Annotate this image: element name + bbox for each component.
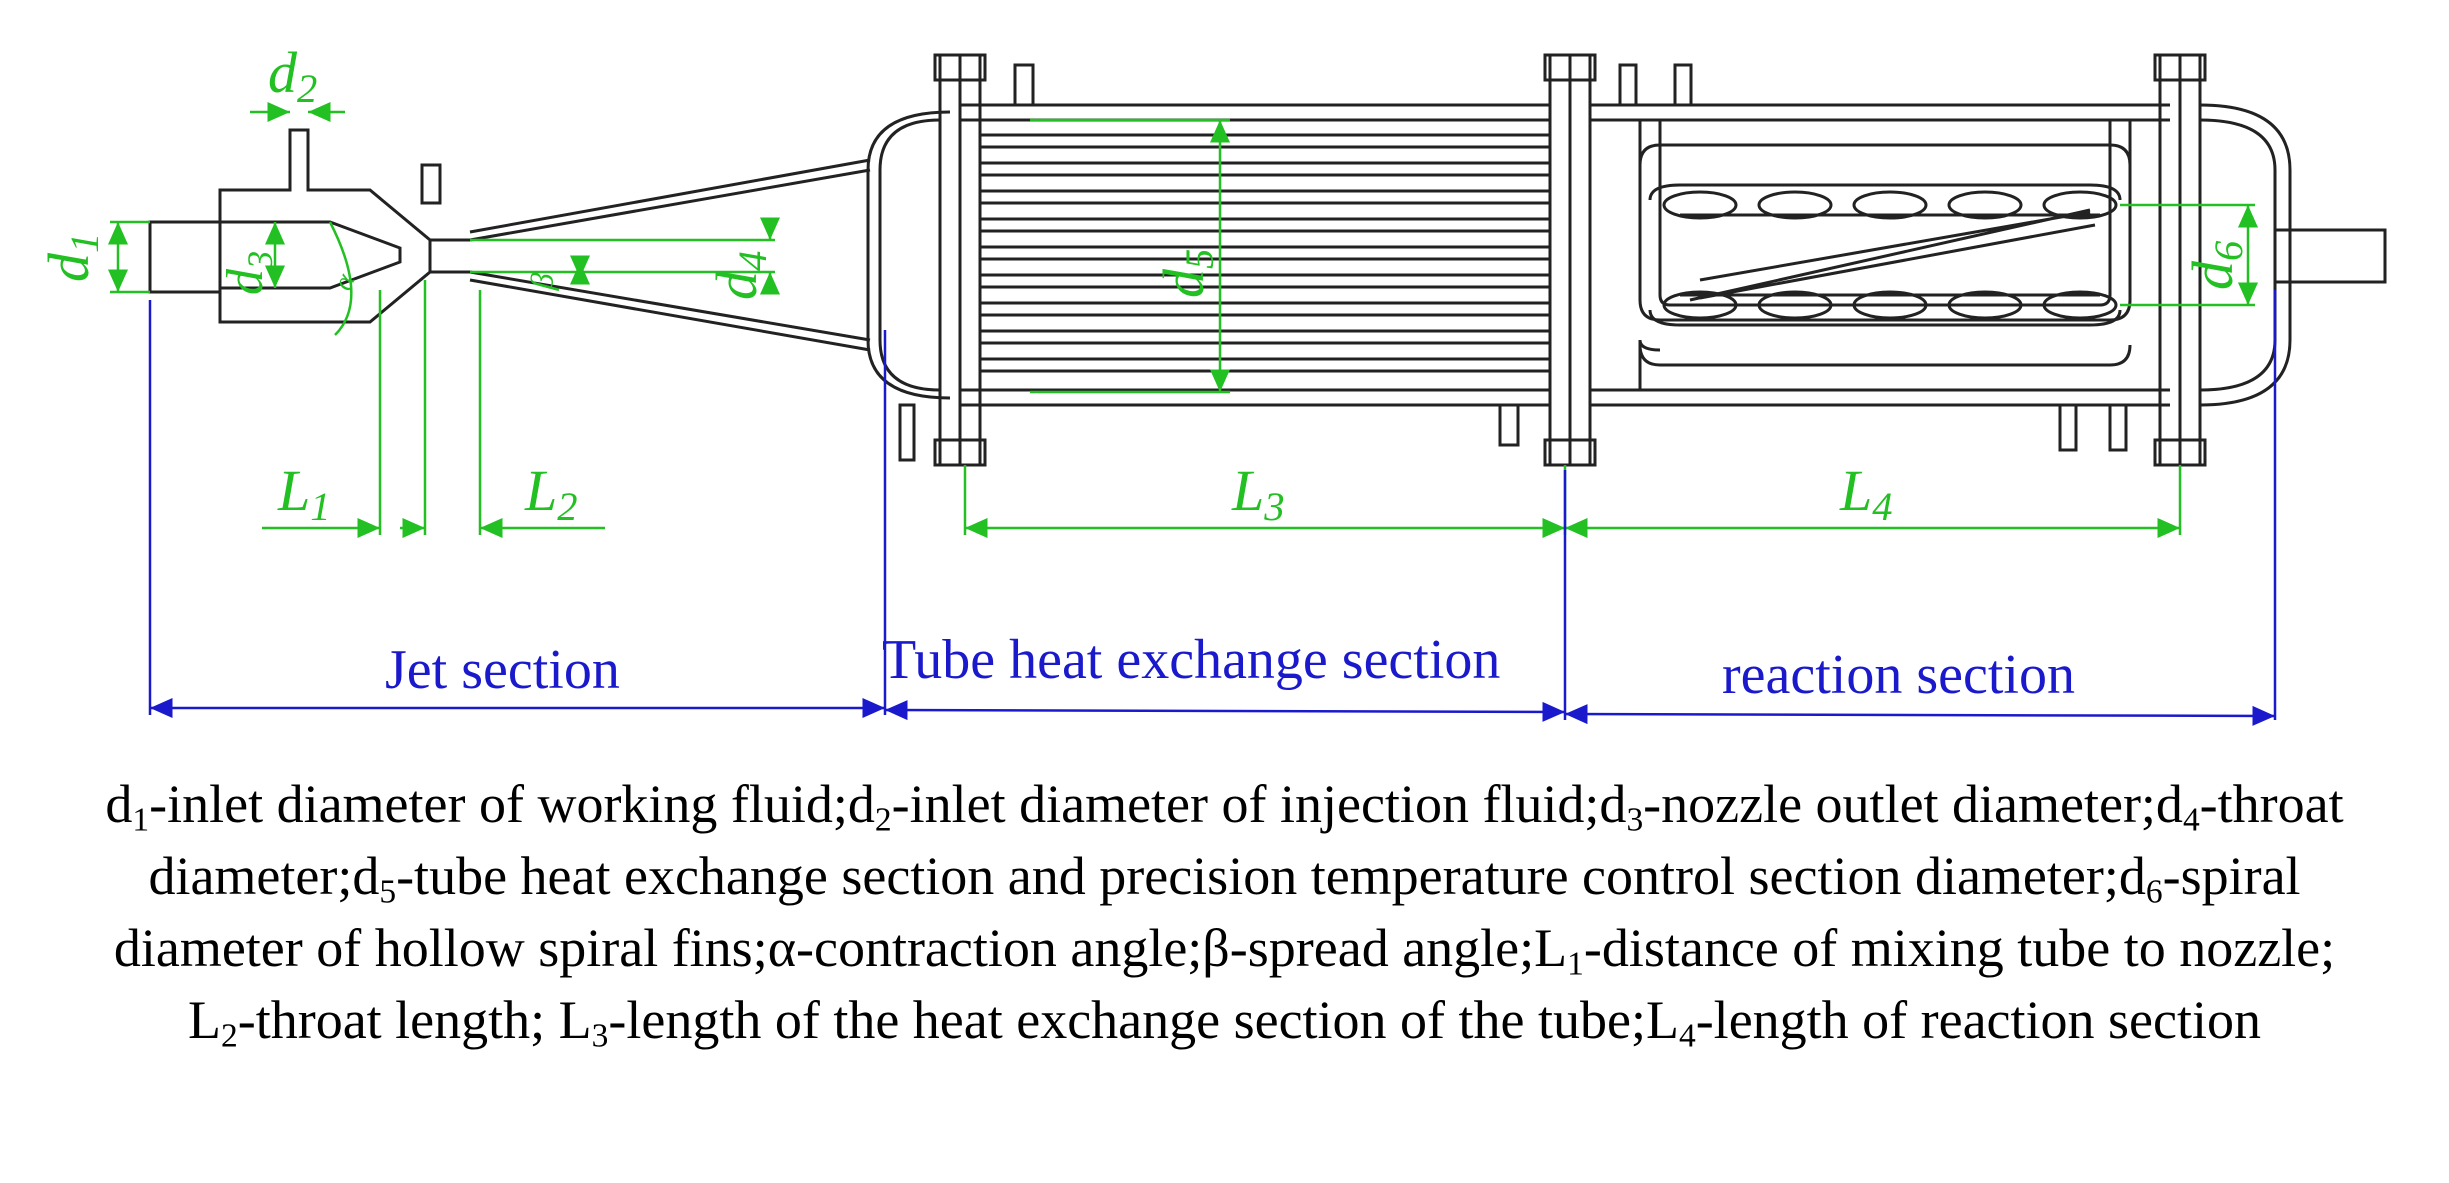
- caption-text: -throat diameter;d: [148, 774, 2344, 906]
- caption-subscript: 2: [221, 1017, 238, 1055]
- caption-subscript: 3: [591, 1017, 609, 1055]
- dimension-lines: [108, 102, 2258, 538]
- figure-caption: d1-inlet diameter of working fluid;d2-in…: [80, 768, 2369, 1056]
- label-L2: L2: [524, 458, 578, 529]
- caption-subscript: 6: [2145, 873, 2163, 911]
- label-d5: d5: [1151, 249, 1222, 298]
- caption-text: -length of the heat exchange section of …: [608, 990, 1679, 1050]
- label-L3: L3: [1231, 458, 1285, 529]
- caption-text: -nozzle outlet diameter;d: [1643, 774, 2183, 834]
- caption-text: d: [105, 774, 133, 834]
- label-L1: L1: [277, 458, 331, 529]
- label-d3: d3: [217, 251, 280, 295]
- label-beta: β: [523, 272, 560, 292]
- caption-text: -length of reaction section: [1695, 990, 2261, 1050]
- caption-text: -distance of mixing tube to nozzle; L: [188, 918, 2336, 1050]
- caption-text: -throat length; L: [237, 990, 592, 1050]
- label-d4: d4: [704, 251, 775, 300]
- caption-text: -spiral diameter of hollow spiral fins;α…: [113, 846, 2301, 978]
- label-d2: d2: [268, 40, 317, 111]
- label-alpha: α: [327, 269, 362, 295]
- caption-subscript: 1: [1567, 945, 1584, 983]
- caption-text: -tube heat exchange section and precisio…: [396, 846, 2146, 906]
- caption-text: -inlet diameter of working fluid;d: [149, 774, 875, 834]
- jet-section-outline: [148, 128, 871, 352]
- label-tube-section: Tube heat exchange section: [882, 629, 1500, 691]
- caption-text: -inlet diameter of injection fluid;d: [891, 774, 1627, 834]
- hollow-fin-ellipses: [1662, 190, 2118, 320]
- caption-subscript: 4: [1678, 1017, 1696, 1055]
- reactor-diagram: d1 d2 d3 α β d4 d5 d6 L1 L2 L3 L4 Jet se…: [36, 40, 2387, 726]
- label-reaction-section: reaction section: [1722, 644, 2075, 706]
- caption-subscript: 1: [132, 801, 150, 839]
- label-jet-section: Jet section: [385, 639, 620, 701]
- label-d6: d6: [2180, 240, 2251, 290]
- caption-subscript: 2: [874, 801, 892, 839]
- label-d1: d1: [36, 233, 107, 282]
- caption-subscript: 3: [1626, 801, 1644, 839]
- caption-subscript: 4: [2182, 801, 2200, 839]
- reaction-section-outline: [1590, 53, 2387, 467]
- heat-exchange-tubes: [980, 133, 1550, 373]
- caption-subscript: 5: [379, 873, 397, 911]
- section-lines: [148, 290, 2277, 726]
- label-L4: L4: [1839, 458, 1893, 529]
